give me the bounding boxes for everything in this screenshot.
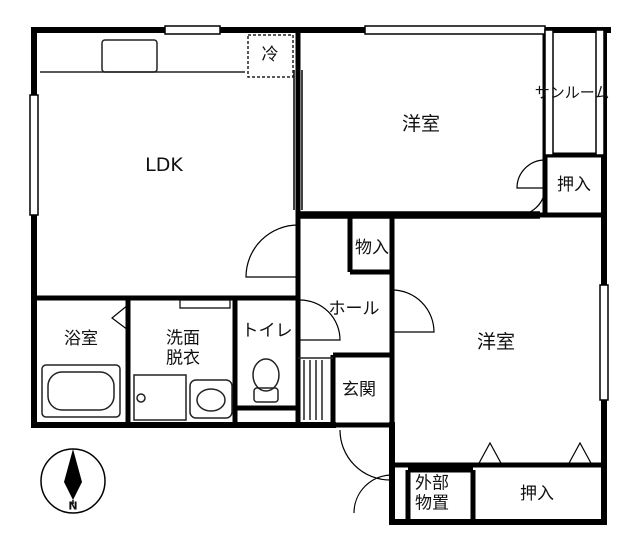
compass	[40, 448, 106, 514]
windows	[29, 25, 609, 401]
fridge-label: 冷	[261, 45, 279, 66]
room-label-western-north: 洋室	[401, 113, 441, 136]
room-label-ldk: LDK	[145, 154, 183, 177]
interior-walls	[34, 30, 604, 522]
exterior-walls	[31, 27, 611, 525]
room-label-outdoor-storage: 外部 物置	[415, 474, 449, 513]
room-label-storage: 物入	[355, 238, 389, 259]
sliding-doors	[293, 70, 540, 219]
room-label-western-south: 洋室	[476, 331, 516, 354]
fixtures	[40, 34, 333, 421]
outdoor-storage-line1: 外部	[415, 473, 449, 494]
room-label-entrance: 玄関	[342, 380, 376, 401]
washroom-line1: 洗面	[166, 328, 200, 349]
room-label-sunroom: サンルーム	[534, 83, 610, 102]
room-label-hall: ホール	[328, 299, 380, 320]
room-label-closet-south: 押入	[520, 484, 554, 505]
room-label-toilet: トイレ	[241, 321, 293, 342]
washroom-line2: 脱衣	[166, 348, 200, 368]
compass-north-label: N	[68, 499, 78, 513]
room-label-washroom: 洗面 脱衣	[166, 329, 200, 368]
swing-doors	[111, 159, 593, 514]
room-label-bath: 浴室	[64, 329, 98, 350]
outdoor-storage-line2: 物置	[415, 493, 449, 513]
room-label-closet-north: 押入	[557, 175, 591, 196]
